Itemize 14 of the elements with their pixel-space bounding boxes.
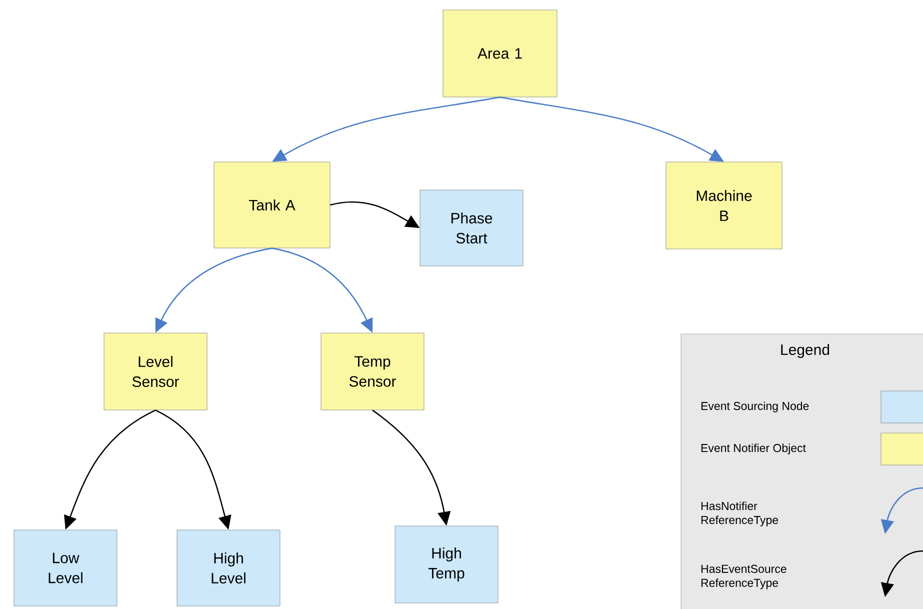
legend-label: Event Notifier Object <box>701 444 806 454</box>
event-source-box: Low Level <box>14 530 118 606</box>
event-source-box: High Level <box>176 530 280 606</box>
notifier-box: Area 1 <box>442 10 558 98</box>
legend-title: Legend <box>781 344 830 358</box>
legend-label: HasEventSource ReferenceType <box>701 564 786 590</box>
notifier-box: Temp Sensor <box>320 332 424 410</box>
event-source-box: High Temp <box>394 526 498 604</box>
legend-label: Event Sourcing Node <box>701 402 809 412</box>
notifier-box: Level Sensor <box>104 332 208 410</box>
notifier-box: Machine B <box>666 162 782 250</box>
notifier-box: Tank A <box>214 162 330 248</box>
legend-label: HasNotifier ReferenceType <box>701 502 778 526</box>
event-source-box: Phase Start <box>420 190 524 266</box>
